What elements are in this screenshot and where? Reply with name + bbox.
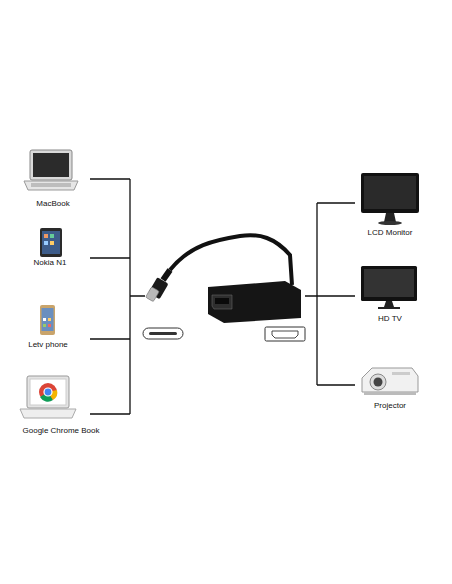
device-label: Google Chrome Book	[23, 426, 100, 436]
device-label: Letv phone	[28, 340, 68, 350]
phone-icon	[40, 305, 55, 335]
chromebook-icon	[20, 376, 76, 418]
device-label: HD TV	[378, 314, 402, 324]
leader-lines	[90, 179, 355, 414]
projector-icon	[362, 368, 418, 395]
device-label: Nokia N1	[34, 258, 67, 268]
usb-c-port-icon	[143, 328, 183, 339]
tv-icon	[361, 266, 417, 309]
hdmi-port-icon	[265, 327, 305, 341]
device-label: MacBook	[36, 199, 69, 209]
device-label: LCD Monitor	[368, 228, 413, 238]
monitor-icon	[361, 173, 419, 225]
tablet-icon	[40, 228, 62, 257]
laptop-icon	[24, 150, 78, 190]
adapter	[146, 235, 301, 323]
device-label: Projector	[374, 401, 406, 411]
